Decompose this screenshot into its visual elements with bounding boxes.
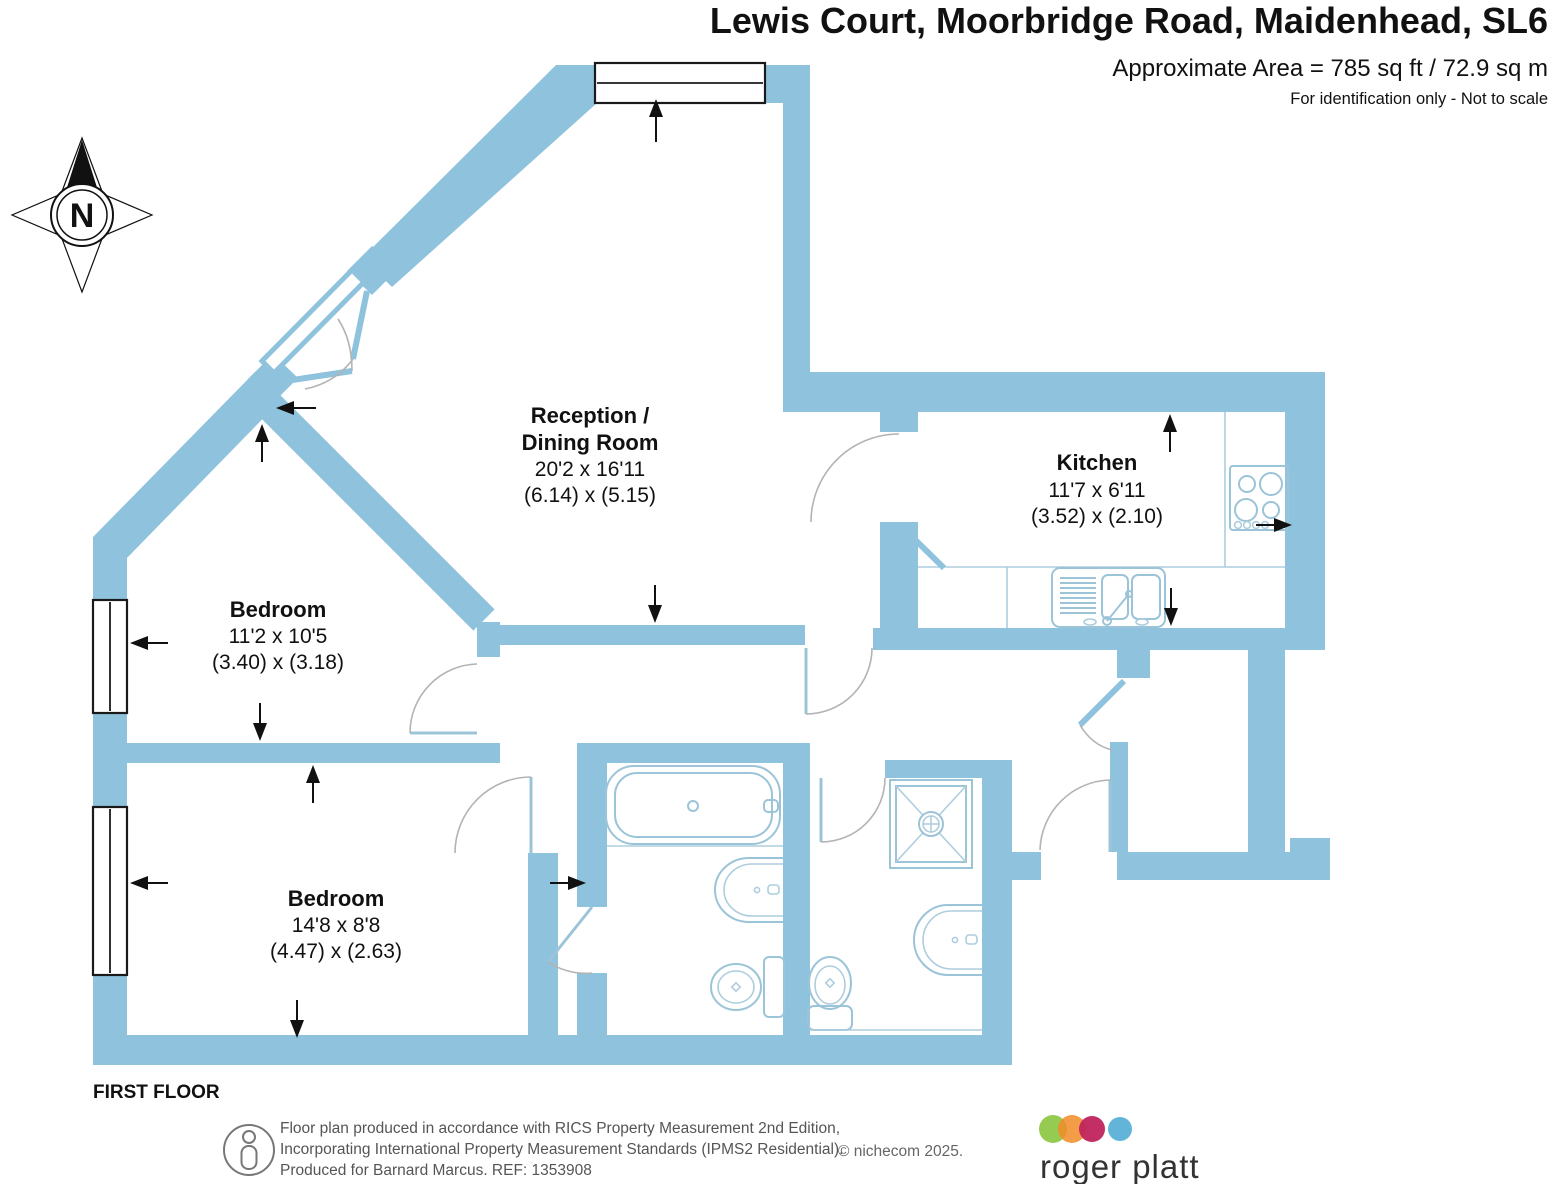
exterior-walls — [93, 65, 1330, 1065]
shower-toilet-icon — [807, 956, 982, 1031]
footer-line-2: Incorporating International Property Mea… — [280, 1141, 843, 1158]
agency-name: roger platt — [1040, 1148, 1200, 1184]
bathroom-door — [546, 906, 594, 975]
measurement-arrows — [130, 99, 1292, 1038]
footer-line-1: Floor plan produced in accordance with R… — [280, 1120, 840, 1137]
arrow-up-entrance — [255, 424, 269, 462]
room-label-bedroom2: Bedroom 14'8 x 8'8 (4.47) x (2.63) — [270, 886, 402, 963]
kitchen-door — [810, 433, 947, 571]
room-name: Bedroom — [288, 886, 385, 911]
window-top — [593, 61, 767, 105]
compass-label: N — [70, 197, 95, 235]
room-imperial: 14'8 x 8'8 — [292, 914, 381, 937]
room-metric: (3.40) x (3.18) — [212, 651, 344, 674]
windows — [91, 61, 767, 977]
arrow-left-bedroom1-window — [130, 636, 168, 650]
room-name-2: Dining Room — [522, 430, 659, 455]
shower-icon — [889, 779, 973, 869]
arrow-up-bedroom2 — [306, 765, 320, 803]
window-bedroom2 — [91, 805, 129, 977]
arrow-down-kitchen — [1164, 588, 1178, 626]
room-label-bedroom1: Bedroom 11'2 x 10'5 (3.40) x (3.18) — [212, 597, 344, 674]
footer-line-3: Produced for Barnard Marcus. REF: 135390… — [280, 1162, 592, 1179]
room-imperial: 20'2 x 16'11 — [535, 458, 645, 481]
arrow-left-bedroom2-window — [130, 876, 168, 890]
room-imperial: 11'7 x 6'11 — [1048, 479, 1145, 502]
compass-rose: N — [10, 136, 154, 294]
hall-opening-door — [804, 647, 873, 715]
cupboard-door — [1077, 678, 1127, 751]
room-label-reception: Reception / Dining Room 20'2 x 16'11 (6.… — [522, 403, 659, 507]
logo-circle-blue — [1108, 1117, 1132, 1141]
bathtub-icon — [605, 765, 783, 847]
bathroom-toilet-icon — [710, 956, 785, 1018]
shower-room-door — [819, 777, 886, 843]
entrance-door — [285, 290, 370, 390]
bathroom-basin-icon — [714, 857, 783, 923]
arrow-up-top-window — [649, 99, 663, 142]
arrow-up-kitchen — [1163, 414, 1177, 452]
window-bedroom1 — [91, 598, 129, 715]
shower-basin-icon — [913, 904, 982, 976]
hob-icon — [1229, 465, 1289, 531]
page-title: Lewis Court, Moorbridge Road, Maidenhead… — [710, 0, 1548, 41]
room-metric: (4.47) x (2.63) — [270, 940, 402, 963]
nichecom-credit: © nichecom 2025. — [838, 1143, 963, 1160]
arrow-down-reception — [648, 585, 662, 623]
arrow-down-bedroom2 — [290, 1000, 304, 1038]
room-name: Bedroom — [230, 597, 327, 622]
bedroom1-door — [409, 663, 478, 735]
bedroom2-door — [454, 776, 533, 854]
approx-area: Approximate Area = 785 sq ft / 72.9 sq m — [1112, 55, 1548, 82]
logo-circle-crimson — [1079, 1116, 1105, 1142]
interior-diagonal-wall — [259, 395, 495, 631]
room-label-kitchen: Kitchen 11'7 x 6'11 (3.52) x (2.10) — [1031, 450, 1163, 528]
disclaimer: For identification only - Not to scale — [1290, 90, 1548, 108]
floor-label: FIRST FLOOR — [93, 1082, 220, 1103]
room-imperial: 11'2 x 10'5 — [229, 625, 328, 648]
arrow-down-bedroom1 — [253, 703, 267, 741]
room-name: Reception / — [531, 403, 650, 428]
roger-platt-logo: roger platt — [1039, 1115, 1200, 1184]
arrow-right-bathroom — [550, 876, 586, 890]
corridor-door — [1039, 779, 1112, 852]
person-scale-icon — [223, 1124, 275, 1176]
kitchen-sink-icon — [1051, 567, 1166, 628]
logo-circle-orange — [1058, 1115, 1086, 1143]
arrow-left-entrance — [276, 401, 316, 415]
arrow-right-hob — [1256, 518, 1292, 532]
room-name: Kitchen — [1057, 450, 1138, 475]
room-metric: (6.14) x (5.15) — [524, 484, 656, 507]
room-metric: (3.52) x (2.10) — [1031, 505, 1163, 528]
entrance-recess — [258, 266, 368, 377]
